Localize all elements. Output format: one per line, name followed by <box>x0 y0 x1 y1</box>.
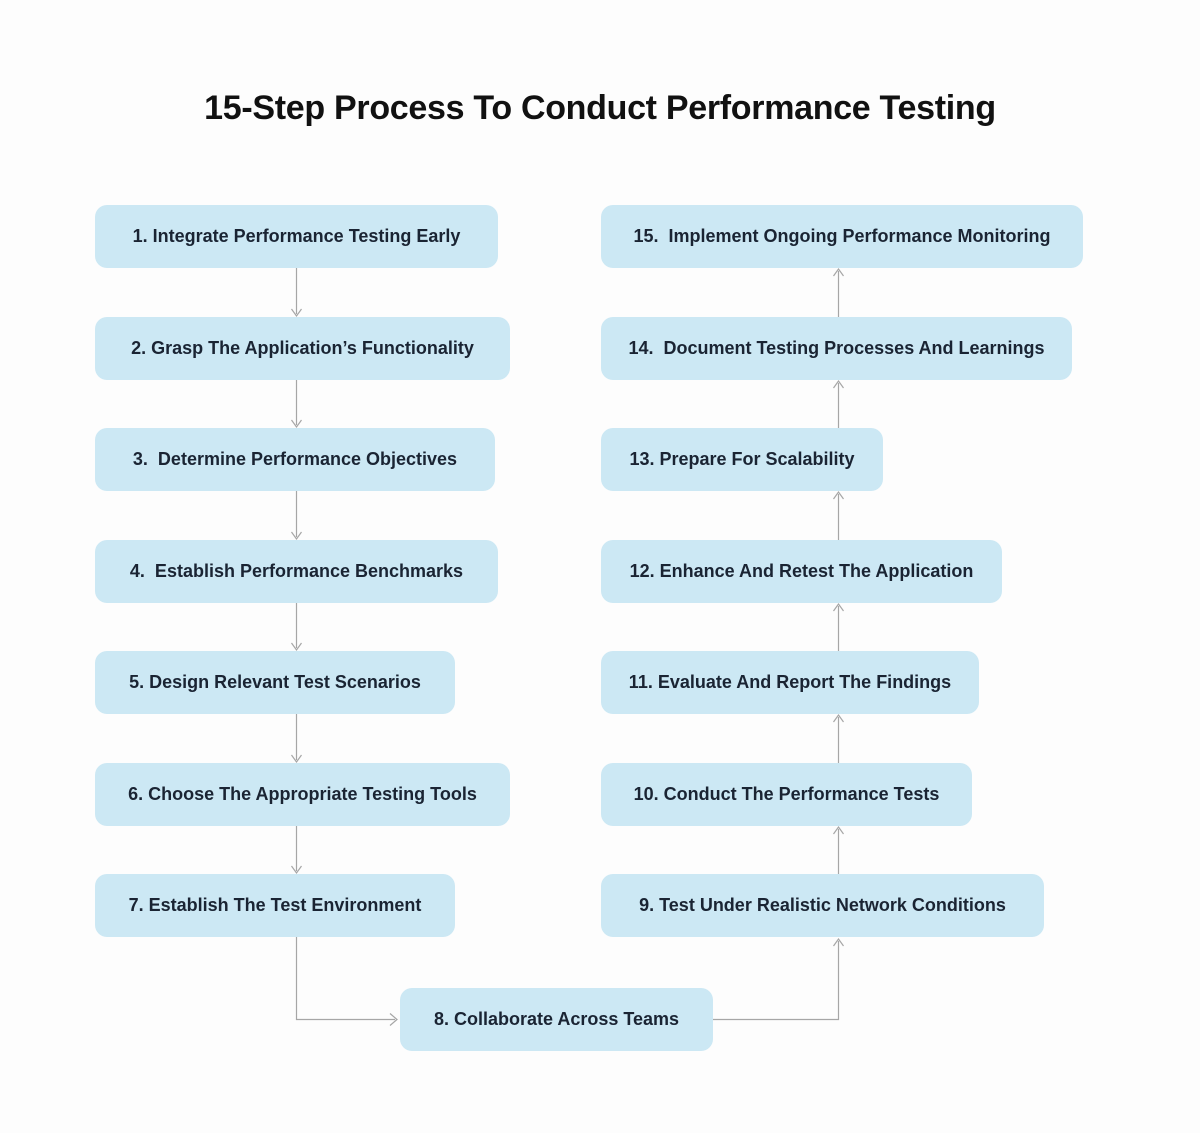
step-6-box: 6. Choose The Appropriate Testing Tools <box>95 763 510 826</box>
step-3-label: 3. Determine Performance Objectives <box>132 449 458 469</box>
step-12-label: 12. Enhance And Retest The Application <box>629 561 974 581</box>
step-11-label: 11. Evaluate And Report The Findings <box>628 672 952 692</box>
arrow-10-11-head <box>833 713 844 723</box>
step-13-label: 13. Prepare For Scalability <box>629 449 855 469</box>
step-15-box: 15. Implement Ongoing Performance Monito… <box>601 205 1083 268</box>
step-8-label: 8. Collaborate Across Teams <box>433 1009 680 1029</box>
arrow-13-14-head <box>833 379 844 389</box>
page-title: 15-Step Process To Conduct Performance T… <box>204 89 996 127</box>
arrow-8-9 <box>713 941 840 1021</box>
step-4-label: 4. Establish Performance Benchmarks <box>129 561 464 581</box>
arrow-4-5-head <box>291 642 302 652</box>
step-15-label: 15. Implement Ongoing Performance Monito… <box>633 226 1051 246</box>
step-14-box: 14. Document Testing Processes And Learn… <box>601 317 1072 380</box>
step-14-label: 14. Document Testing Processes And Learn… <box>628 338 1045 358</box>
step-12-box: 12. Enhance And Retest The Application <box>601 540 1002 603</box>
step-4-box: 4. Establish Performance Benchmarks <box>95 540 498 603</box>
step-10-label: 10. Conduct The Performance Tests <box>633 784 940 804</box>
arrow-12-13-head <box>833 490 844 500</box>
step-2-label: 2. Grasp The Application’s Functionality <box>131 338 474 358</box>
arrow-5-6-head <box>291 754 302 764</box>
arrow-1-2-head <box>291 308 302 318</box>
arrow-3-4-head <box>291 531 302 541</box>
arrow-2-3-head <box>291 419 302 429</box>
step-1-label: 1. Integrate Performance Testing Early <box>132 226 461 246</box>
step-2-box: 2. Grasp The Application’s Functionality <box>95 317 510 380</box>
step-7-box: 7. Establish The Test Environment <box>95 874 455 937</box>
arrow-6-7-head <box>291 865 302 875</box>
step-10-box: 10. Conduct The Performance Tests <box>601 763 972 826</box>
step-8-box: 8. Collaborate Across Teams <box>400 988 713 1051</box>
step-11-box: 11. Evaluate And Report The Findings <box>601 651 979 714</box>
arrow-9-10-head <box>833 825 844 835</box>
arrow-7-8-head <box>389 1013 398 1026</box>
arrow-7-8 <box>295 937 395 1021</box>
step-6-label: 6. Choose The Appropriate Testing Tools <box>128 784 477 804</box>
step-5-box: 5. Design Relevant Test Scenarios <box>95 651 455 714</box>
step-9-box: 9. Test Under Realistic Network Conditio… <box>601 874 1044 937</box>
step-7-label: 7. Establish The Test Environment <box>128 895 422 915</box>
arrow-14-15-head <box>833 267 844 277</box>
step-3-box: 3. Determine Performance Objectives <box>95 428 495 491</box>
step-9-label: 9. Test Under Realistic Network Conditio… <box>639 895 1006 915</box>
arrow-11-12-head <box>833 602 844 612</box>
step-1-box: 1. Integrate Performance Testing Early <box>95 205 498 268</box>
step-5-label: 5. Design Relevant Test Scenarios <box>129 672 421 692</box>
step-13-box: 13. Prepare For Scalability <box>601 428 883 491</box>
arrow-8-9-head <box>833 937 844 947</box>
